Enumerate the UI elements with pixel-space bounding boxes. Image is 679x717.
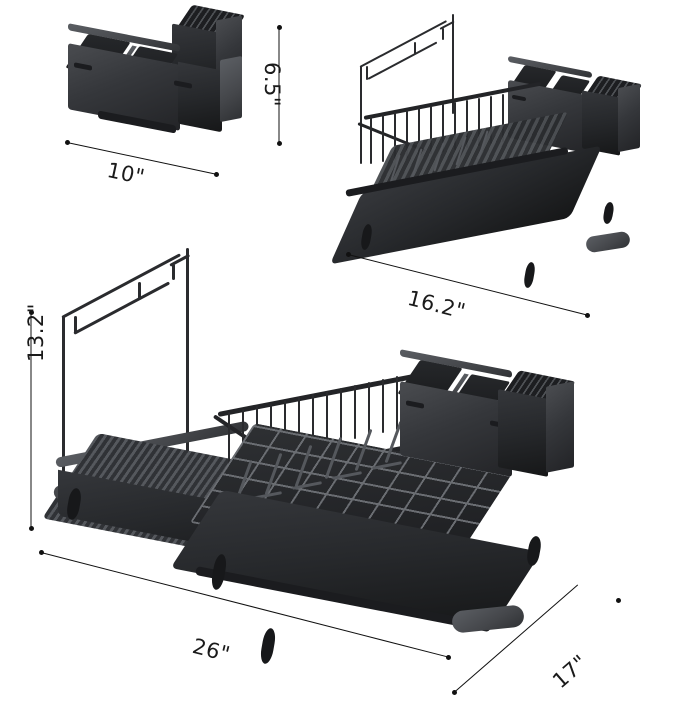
utensil-caddy-view	[65, 4, 268, 168]
knife-block-side	[618, 83, 640, 153]
towel-bar-hook-left	[74, 316, 77, 334]
towel-bar-post-left	[360, 66, 362, 164]
utensil-caddy-side	[220, 55, 242, 123]
towel-bar-post-right	[452, 14, 454, 114]
dimension-label-rack-height: 13.2"	[24, 303, 48, 362]
knife-block-side	[546, 381, 574, 473]
towel-bar-rail-front	[73, 281, 171, 335]
knife-block	[498, 370, 582, 508]
support-foot	[525, 535, 543, 567]
dimension-endpoint	[213, 171, 219, 177]
towel-bar-hook-mid	[414, 42, 416, 54]
knife-block-front	[582, 90, 620, 156]
basket-back-wires	[370, 94, 550, 172]
support-foot	[258, 627, 278, 665]
utensil-caddy-body-extension	[178, 61, 222, 133]
dimension-line	[278, 27, 280, 144]
towel-bar-hook-right	[442, 28, 444, 40]
dish-rack-compact-view	[329, 4, 660, 289]
dimension-line	[30, 312, 32, 529]
basket-back-wires	[228, 376, 438, 478]
towel-bar-hook-left	[366, 66, 368, 80]
towel-bar-post-right	[186, 248, 189, 466]
dimension-endpoint	[276, 24, 282, 30]
support-foot	[602, 201, 615, 225]
dimension-endpoint	[28, 525, 34, 531]
knife-block-front	[498, 389, 548, 477]
dimension-endpoint	[276, 140, 282, 146]
towel-bar-hook-mid	[138, 282, 141, 300]
dish-rack-expanded-view	[42, 236, 646, 676]
towel-bar-hook-right	[172, 264, 175, 280]
dimension-endpoint	[28, 309, 34, 315]
dimension-endpoint	[451, 689, 457, 695]
towel-bar-post-left	[62, 316, 65, 512]
utensil-caddy	[397, 349, 588, 526]
towel-bar-rail-front	[367, 41, 438, 80]
dimension-endpoint	[38, 549, 44, 555]
